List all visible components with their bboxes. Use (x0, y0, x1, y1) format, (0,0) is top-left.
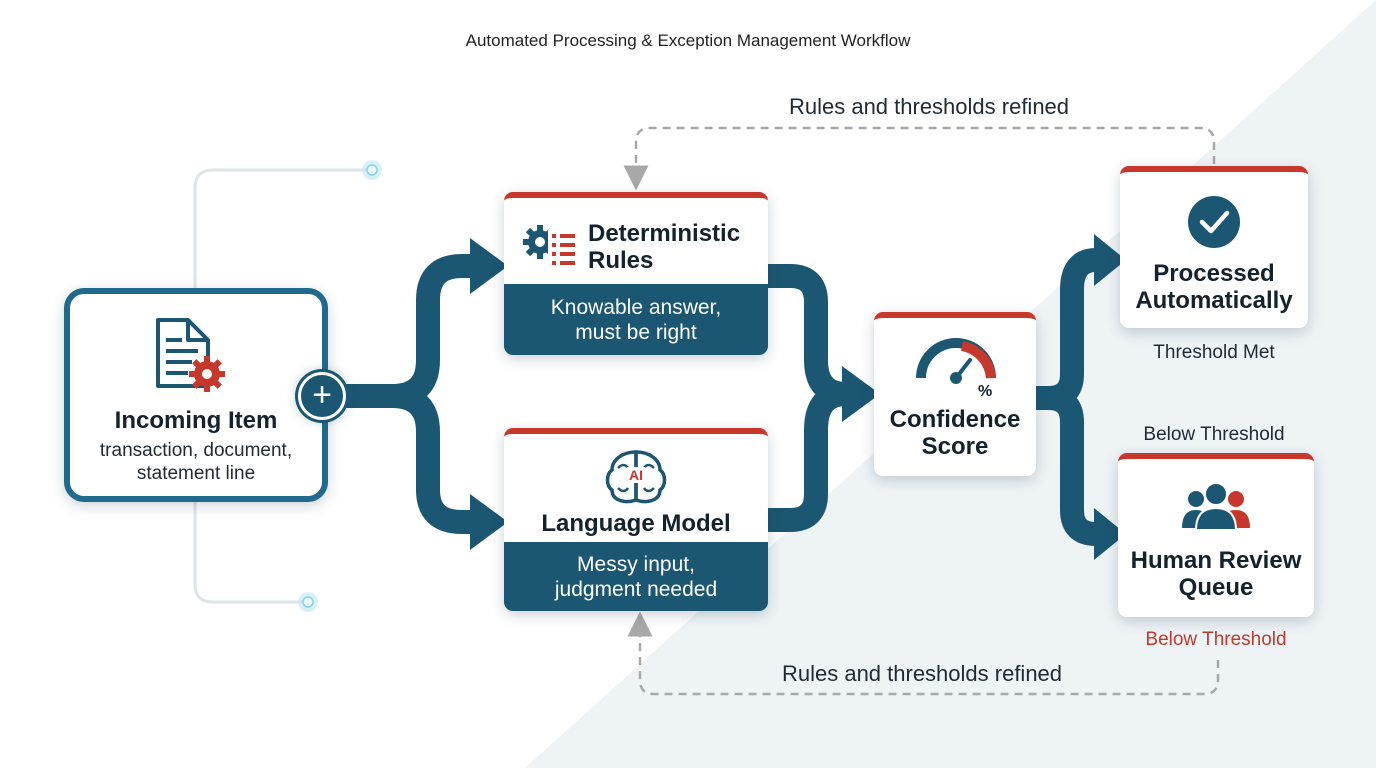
flow-split-arrows (340, 254, 478, 534)
diagram-title: Automated Processing & Exception Managem… (465, 31, 911, 50)
deterministic-title-line2: Rules (588, 247, 654, 274)
decor-wire-top (193, 160, 382, 288)
human-review-queue-card[interactable]: Human Review Queue (1118, 453, 1314, 617)
expand-button[interactable]: + (298, 372, 346, 420)
processed-title-line2: Automatically (1135, 287, 1293, 314)
below-threshold-note-above: Below Threshold (1143, 424, 1285, 445)
review-title: Human Review Queue (1118, 547, 1314, 601)
flow-outcome-arrows (1036, 248, 1108, 546)
feedback-loop-bottom (627, 611, 1220, 696)
processed-automatically-card[interactable]: Processed Automatically (1120, 166, 1308, 328)
review-title-line1: Human Review (1130, 547, 1302, 574)
confidence-title: Confidence Score (874, 406, 1036, 460)
confidence-score-card[interactable]: Confidence Score (874, 312, 1036, 476)
language-model-desc-line1: Messy input, (577, 552, 695, 576)
confidence-title-line2: Score (921, 433, 989, 460)
language-model-description: Messy input, judgment needed (504, 542, 768, 611)
deterministic-title-line1: Deterministic (588, 220, 741, 247)
feedback-bottom-label: Rules and thresholds refined (781, 661, 1063, 686)
incoming-item-node[interactable]: Incoming Item transaction, document, sta… (64, 288, 328, 502)
confidence-title-line1: Confidence (889, 406, 1021, 433)
feedback-top-label: Rules and thresholds refined (788, 94, 1070, 119)
review-title-line2: Queue (1178, 574, 1254, 601)
incoming-subtitle-line2: statement line (136, 463, 256, 484)
deterministic-desc-line1: Knowable answer, (550, 295, 722, 319)
language-model-title: Language Model (541, 510, 731, 537)
arrowhead-to-review (1094, 508, 1126, 560)
flow-merge-arrows (766, 264, 858, 532)
incoming-item-subtitle: transaction, document, statement line (70, 439, 322, 485)
arrowhead-to-processed (1094, 234, 1126, 286)
processed-title-line1: Processed (1153, 260, 1275, 287)
arrowhead-to-confidence (842, 366, 880, 422)
language-model-desc-line2: judgment needed (554, 577, 718, 601)
arrowhead-to-rules (470, 238, 508, 294)
deterministic-rules-card[interactable]: Deterministic Rules Knowable answer, mus… (504, 192, 768, 355)
below-threshold-note-below: Below Threshold (1145, 629, 1287, 650)
language-model-card[interactable]: Language Model Messy input, judgment nee… (504, 428, 768, 611)
decor-wire-bottom (193, 502, 318, 612)
incoming-item-title: Incoming Item (114, 407, 278, 434)
deterministic-description: Knowable answer, must be right (504, 284, 768, 355)
incoming-subtitle-line1: transaction, document, (99, 440, 293, 461)
deterministic-desc-line2: must be right (575, 320, 697, 344)
deterministic-title: Deterministic Rules (588, 220, 740, 274)
processed-title: Processed Automatically (1120, 260, 1308, 314)
threshold-met-note: Threshold Met (1153, 342, 1275, 363)
arrowhead-to-language-model (470, 494, 508, 550)
